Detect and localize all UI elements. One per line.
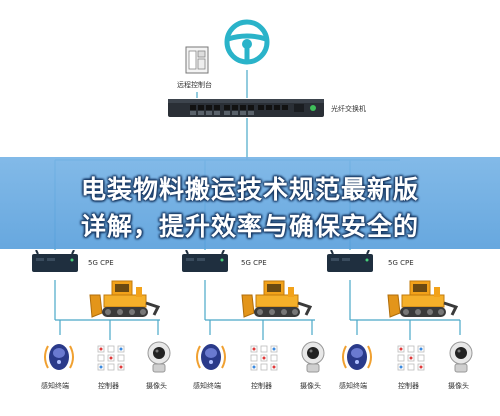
console-icon [185, 46, 209, 74]
device-label-sensor: 感知终端 [41, 382, 69, 390]
device-label-camera: 摄像头 [146, 382, 167, 390]
banner-line-1: 电装物料搬运技术规范最新版 [80, 175, 419, 204]
banner-line-2: 详解，提升效率与确保安全的 [80, 212, 419, 241]
switch-label: 光纤交换机 [331, 105, 366, 113]
camera-icon [147, 341, 171, 373]
title-banner: 电装物料搬运技术规范最新版 详解，提升效率与确保安全的 [0, 157, 500, 249]
device-label-controller: 控制器 [398, 382, 419, 390]
device-label-sensor: 感知终端 [193, 382, 221, 390]
cpe-router-icon [32, 250, 78, 272]
device-label-sensor: 感知终端 [339, 382, 367, 390]
bulldozer-icon [89, 280, 160, 318]
controller-icon [97, 345, 125, 371]
bulldozer-icon [241, 280, 312, 318]
controller-icon [250, 345, 278, 371]
bulldozer-icon [387, 280, 458, 318]
sensor-terminal-icon [196, 344, 226, 370]
sensor-terminal-icon [44, 344, 74, 370]
steering-wheel-icon [224, 19, 270, 65]
camera-icon [449, 341, 473, 373]
console-label: 远程控制台 [177, 81, 212, 89]
camera-icon [301, 341, 325, 373]
device-label-controller: 控制器 [251, 382, 272, 390]
cpe-label: 5G CPE [241, 259, 267, 267]
fiber-switch-icon [168, 99, 324, 117]
cpe-router-icon [182, 250, 228, 272]
device-label-camera: 摄像头 [448, 382, 469, 390]
cpe-label: 5G CPE [88, 259, 114, 267]
device-label-camera: 摄像头 [300, 382, 321, 390]
cpe-router-icon [327, 250, 373, 272]
cpe-label: 5G CPE [388, 259, 414, 267]
sensor-terminal-icon [342, 344, 372, 370]
device-label-controller: 控制器 [98, 382, 119, 390]
controller-icon [397, 345, 425, 371]
